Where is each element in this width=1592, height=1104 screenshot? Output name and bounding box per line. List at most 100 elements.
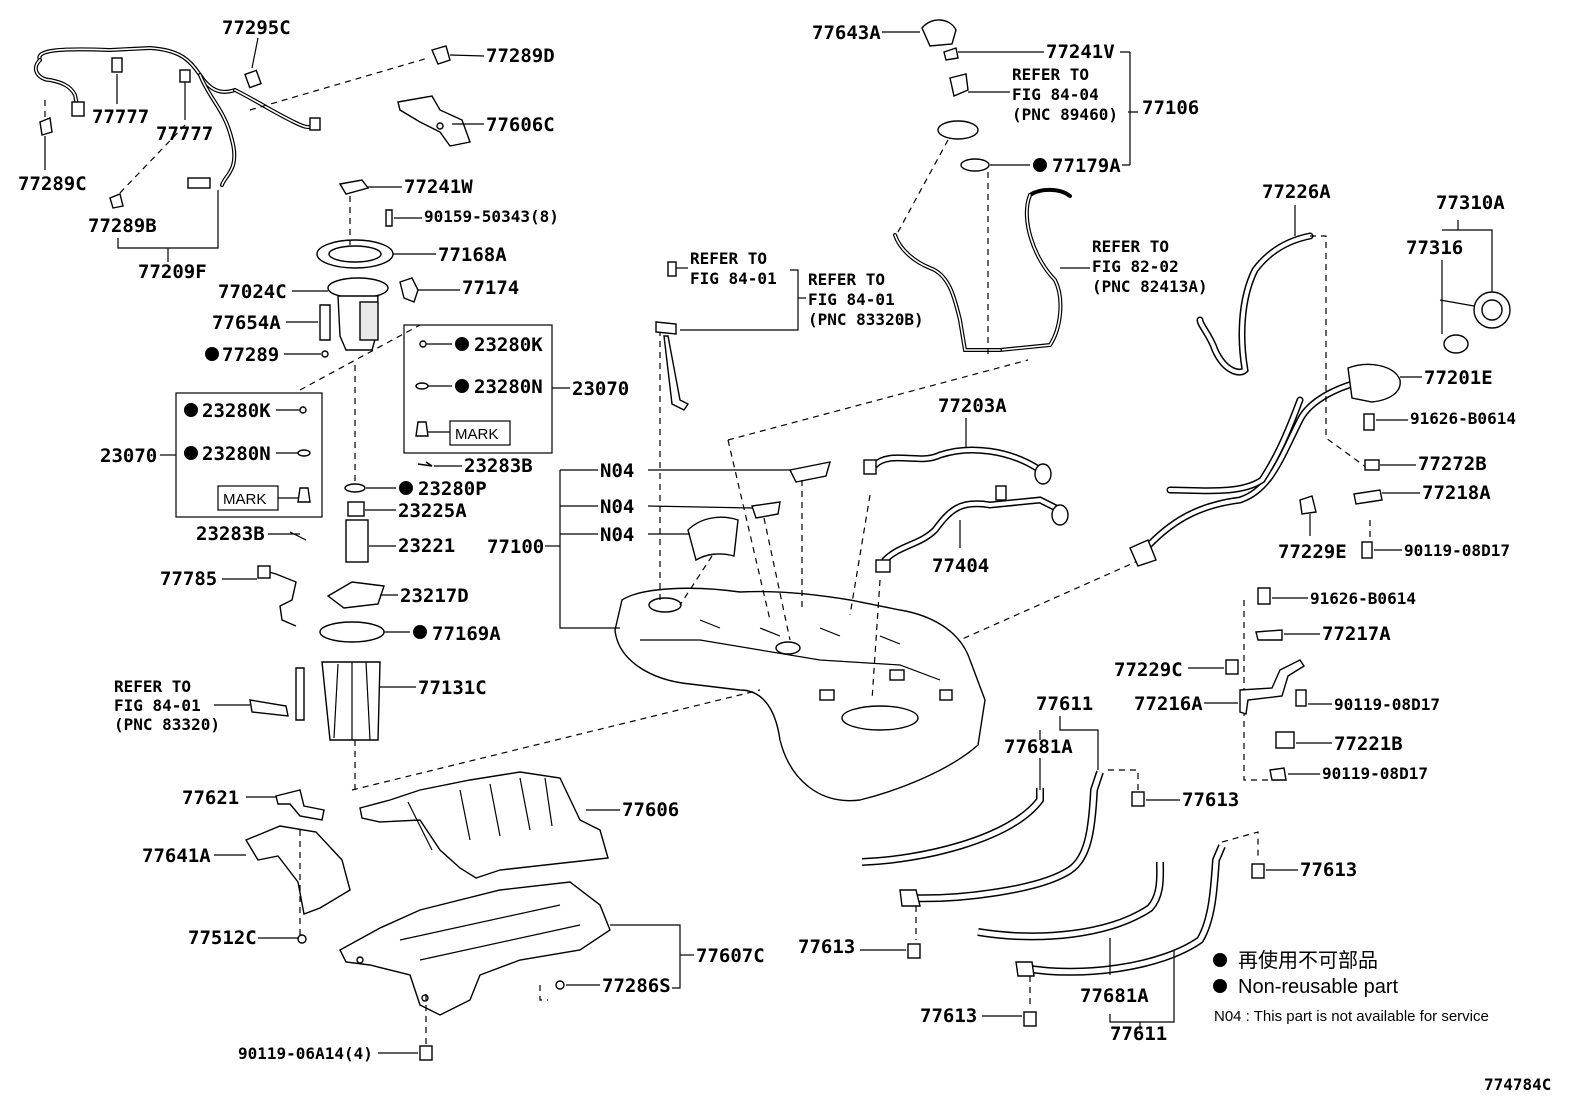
legend-en: Non-reusable part xyxy=(1238,976,1399,998)
svg-text:FIG 84-01: FIG 84-01 xyxy=(808,290,895,309)
label-90159-50343: 90159-50343(8) xyxy=(424,207,559,226)
svg-text:(PNC 82413A): (PNC 82413A) xyxy=(1092,277,1208,296)
label-77179A: 77179A xyxy=(1052,155,1121,177)
mark-label-right: MARK xyxy=(455,426,498,443)
label-77100: 77100 xyxy=(487,536,544,558)
label-77613-c: 77613 xyxy=(798,936,855,958)
label-77201E: 77201E xyxy=(1424,367,1493,389)
label-77174: 77174 xyxy=(462,277,519,299)
svg-text:FIG 84-04: FIG 84-04 xyxy=(1012,85,1099,104)
label-77404: 77404 xyxy=(932,555,989,577)
label-23221: 23221 xyxy=(398,535,455,557)
svg-text:REFER TO: REFER TO xyxy=(1092,237,1169,256)
reference-fig8202: REFER TO FIG 82-02 (PNC 82413A) xyxy=(1092,237,1208,296)
svg-text:(PNC 83320): (PNC 83320) xyxy=(114,715,220,734)
label-77681A-top: 77681A xyxy=(1004,736,1073,758)
label-77229E: 77229E xyxy=(1278,541,1347,563)
label-23280K-left: 23280K xyxy=(202,400,271,422)
bracket-77606C xyxy=(397,95,471,147)
mark-label-left: MARK xyxy=(223,491,266,508)
bracket-77621 xyxy=(275,789,325,821)
label-77295C: 77295C xyxy=(222,17,291,39)
reference-fig8401-83320: REFER TO FIG 84-01 (PNC 83320) xyxy=(114,677,220,734)
label-77777-b: 77777 xyxy=(156,123,213,145)
label-N04-a: N04 xyxy=(600,460,634,482)
label-77217A: 77217A xyxy=(1322,623,1391,645)
label-77641A: 77641A xyxy=(142,845,211,867)
filler-pipe-77201E xyxy=(1129,363,1401,567)
hose-77404 xyxy=(875,485,1069,573)
label-77168A: 77168A xyxy=(438,244,507,266)
label-77289B: 77289B xyxy=(88,215,157,237)
label-23283B-right: 23283B xyxy=(464,455,533,477)
label-90119-08D17-b: 90119-08D17 xyxy=(1334,695,1440,714)
label-77681A-bottom: 77681A xyxy=(1080,985,1149,1007)
label-23217D: 23217D xyxy=(400,585,469,607)
svg-text:(PNC 89460): (PNC 89460) xyxy=(1012,105,1118,124)
label-77611-bottom: 77611 xyxy=(1110,1023,1167,1045)
tank-band-77611-top xyxy=(861,770,1104,907)
svg-text:FIG 82-02: FIG 82-02 xyxy=(1092,257,1179,276)
label-77606: 77606 xyxy=(622,799,679,821)
reference-fig8401-short: REFER TO FIG 84-01 xyxy=(690,249,777,288)
label-77289C: 77289C xyxy=(18,173,87,195)
fuel-cap-77310A xyxy=(1439,291,1511,354)
label-77621: 77621 xyxy=(182,787,239,809)
label-77613-d: 77613 xyxy=(920,1005,977,1027)
reference-fig8404: REFER TO FIG 84-04 (PNC 89460) xyxy=(1012,65,1118,124)
reference-fig8401-83320B: REFER TO FIG 84-01 (PNC 83320B) xyxy=(808,270,924,329)
legend-jp: 再使用不可部品 xyxy=(1238,949,1378,972)
kit-box-23070-right xyxy=(403,324,553,454)
label-23280N-left: 23280N xyxy=(202,443,271,465)
label-77203A: 77203A xyxy=(938,395,1007,417)
svg-text:REFER TO: REFER TO xyxy=(1012,65,1089,84)
diagram-id: 774784C xyxy=(1484,1075,1551,1094)
label-77218A: 77218A xyxy=(1422,482,1491,504)
breather-hose-77226A xyxy=(1196,232,1314,376)
label-77785: 77785 xyxy=(160,568,217,590)
svg-text:(PNC 83320B): (PNC 83320B) xyxy=(808,310,924,329)
label-77613-b: 77613 xyxy=(1300,859,1357,881)
svg-text:FIG 84-01: FIG 84-01 xyxy=(690,269,777,288)
label-77611-top: 77611 xyxy=(1036,693,1093,715)
fuel-tank-77100 xyxy=(614,587,986,802)
label-77606C: 77606C xyxy=(486,114,555,136)
bolt-90119-06A14 xyxy=(419,1045,433,1061)
label-77654A: 77654A xyxy=(212,312,281,334)
heat-insulator-77607C xyxy=(339,881,611,1016)
svg-text:REFER TO: REFER TO xyxy=(114,677,191,696)
label-77221B: 77221B xyxy=(1334,733,1403,755)
label-77106: 77106 xyxy=(1142,97,1199,119)
wire-harness-77209F xyxy=(33,45,321,189)
label-91626-B0614-a: 91626-B0614 xyxy=(1410,409,1516,428)
label-77286S: 77286S xyxy=(602,975,671,997)
legend-dot-jp xyxy=(1213,953,1227,967)
label-23070-right: 23070 xyxy=(572,378,629,400)
label-77613-a: 77613 xyxy=(1182,789,1239,811)
protector-77641A xyxy=(244,825,351,915)
label-77229C: 77229C xyxy=(1114,659,1183,681)
sender-gauge-77106 xyxy=(893,19,1072,352)
label-77316: 77316 xyxy=(1406,237,1463,259)
svg-text:FIG 84-01: FIG 84-01 xyxy=(114,696,201,715)
label-23280N-right: 23280N xyxy=(474,376,543,398)
label-77216A: 77216A xyxy=(1134,693,1203,715)
label-23070-left: 23070 xyxy=(100,445,157,467)
label-90119-08D17-a: 90119-08D17 xyxy=(1404,541,1510,560)
hose-77203A xyxy=(863,446,1052,485)
label-23280K-right: 23280K xyxy=(474,334,543,356)
label-77289: 77289 xyxy=(222,344,279,366)
label-23283B-left: 23283B xyxy=(196,523,265,545)
svg-text:REFER TO: REFER TO xyxy=(690,249,767,268)
label-91626-B0614-b: 91626-B0614 xyxy=(1310,589,1416,608)
mark-box-right xyxy=(449,420,511,446)
label-77226A: 77226A xyxy=(1262,181,1331,203)
label-90119-08D17-c: 90119-08D17 xyxy=(1322,764,1428,783)
label-77241W: 77241W xyxy=(404,176,473,198)
legend-n04: N04 : This part is not available for ser… xyxy=(1214,1008,1489,1025)
label-77131C: 77131C xyxy=(418,677,487,699)
label-N04-b: N04 xyxy=(600,496,634,518)
label-77643A: 77643A xyxy=(812,22,881,44)
label-23225A: 23225A xyxy=(398,500,467,522)
